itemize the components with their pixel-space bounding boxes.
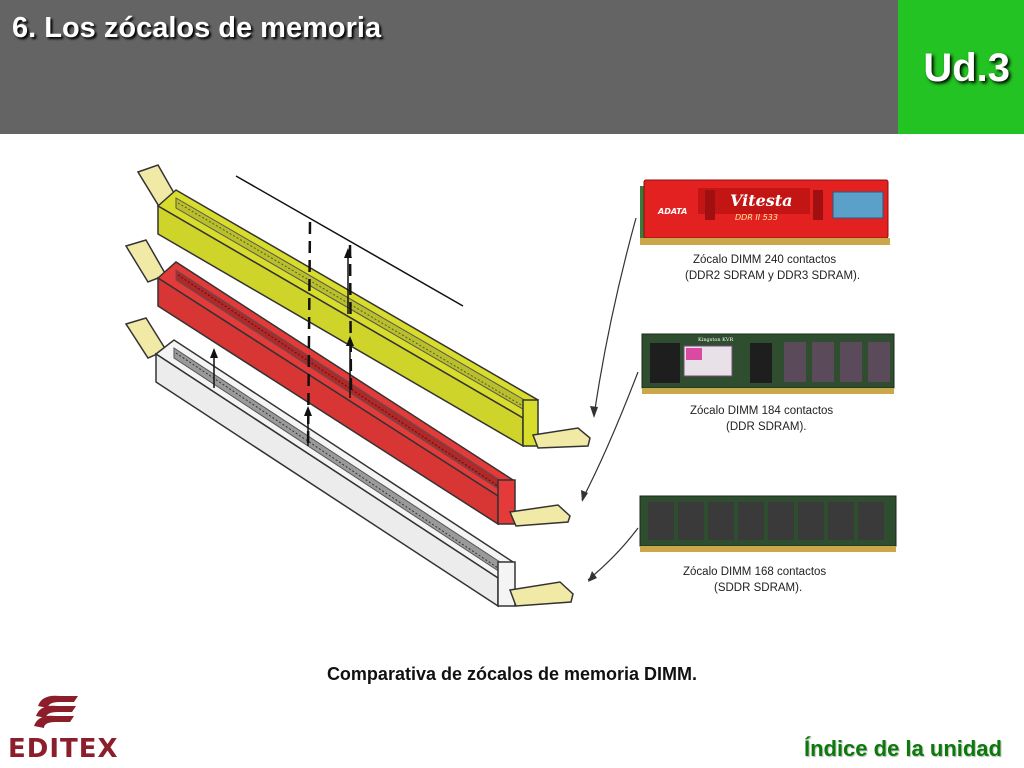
module-2-brand: Kingston KVR	[698, 337, 733, 343]
pointer-arrowheads	[581, 406, 598, 582]
module-1-label-line2: (DDR2 SDRAM y DDR3 SDRAM).	[685, 270, 860, 282]
module-2-label-line1: Zócalo DIMM 184 contactos	[690, 405, 833, 417]
module-2-label-line2: (DDR SDRAM).	[726, 421, 807, 433]
editex-logo-icon	[34, 695, 78, 728]
slot-184-red	[124, 239, 571, 527]
dimm-slots-figure: Vitesta DDR II 533 ADATA Zócalo DIMM 240…	[124, 164, 897, 608]
module-sdram-photo	[639, 495, 897, 552]
header-bar: 6. Los zócalos de memoria	[0, 0, 898, 134]
module-3-label-line2: (SDDR SDRAM).	[714, 582, 802, 594]
module-3-label-line1: Zócalo DIMM 168 contactos	[683, 566, 826, 578]
unit-badge: Ud.3	[898, 0, 1024, 134]
dimension-arrowheads	[210, 248, 354, 416]
module-1-type: DDR II 533	[735, 213, 778, 222]
figure-caption: Comparativa de zócalos de memoria DIMM.	[326, 664, 698, 684]
unit-index-link[interactable]: Índice de la unidad	[803, 736, 1002, 761]
page-title: 6. Los zócalos de memoria	[12, 12, 382, 44]
module-1-label-line1: Zócalo DIMM 240 contactos	[693, 254, 836, 266]
module-1-brand: Vitesta	[730, 191, 793, 210]
module-1-maker: ADATA	[657, 207, 687, 216]
slot-168-white	[124, 317, 574, 608]
module-ddr2-photo	[640, 179, 890, 245]
pointer-arrows	[581, 217, 639, 581]
module-ddr-photo	[641, 333, 895, 394]
editex-logo-text: EDITEX	[8, 734, 119, 764]
unit-label: Ud.3	[923, 46, 1010, 90]
